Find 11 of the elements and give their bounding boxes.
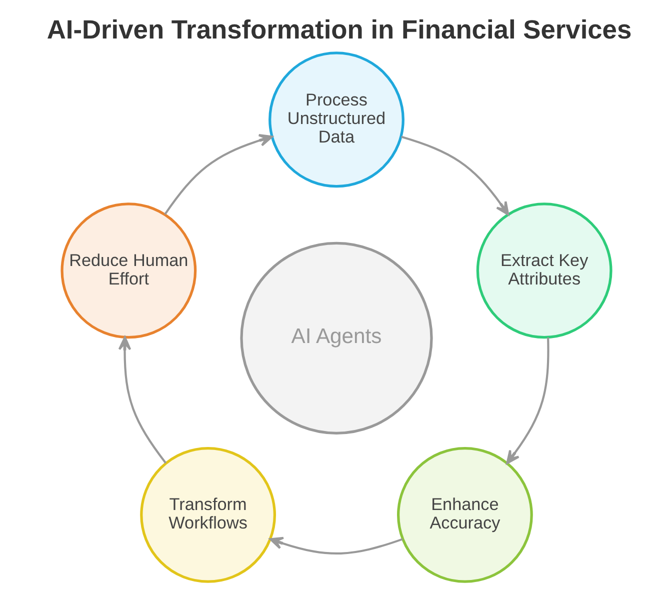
arrow xyxy=(400,136,509,216)
arrow xyxy=(118,336,166,464)
diagram-title: AI-Driven Transformation in Financial Services xyxy=(46,14,632,44)
arrow xyxy=(506,338,549,464)
node-circle: Reduce Human Effort xyxy=(60,202,196,339)
arrow xyxy=(164,134,272,215)
node-circle: AI Agents xyxy=(240,242,432,434)
arrow xyxy=(268,536,402,554)
node-circle: Transform Workflows xyxy=(140,447,276,583)
node-circle: Extract Key Attributes xyxy=(476,202,612,339)
node-circle: Process Unstructured Data xyxy=(268,52,404,188)
